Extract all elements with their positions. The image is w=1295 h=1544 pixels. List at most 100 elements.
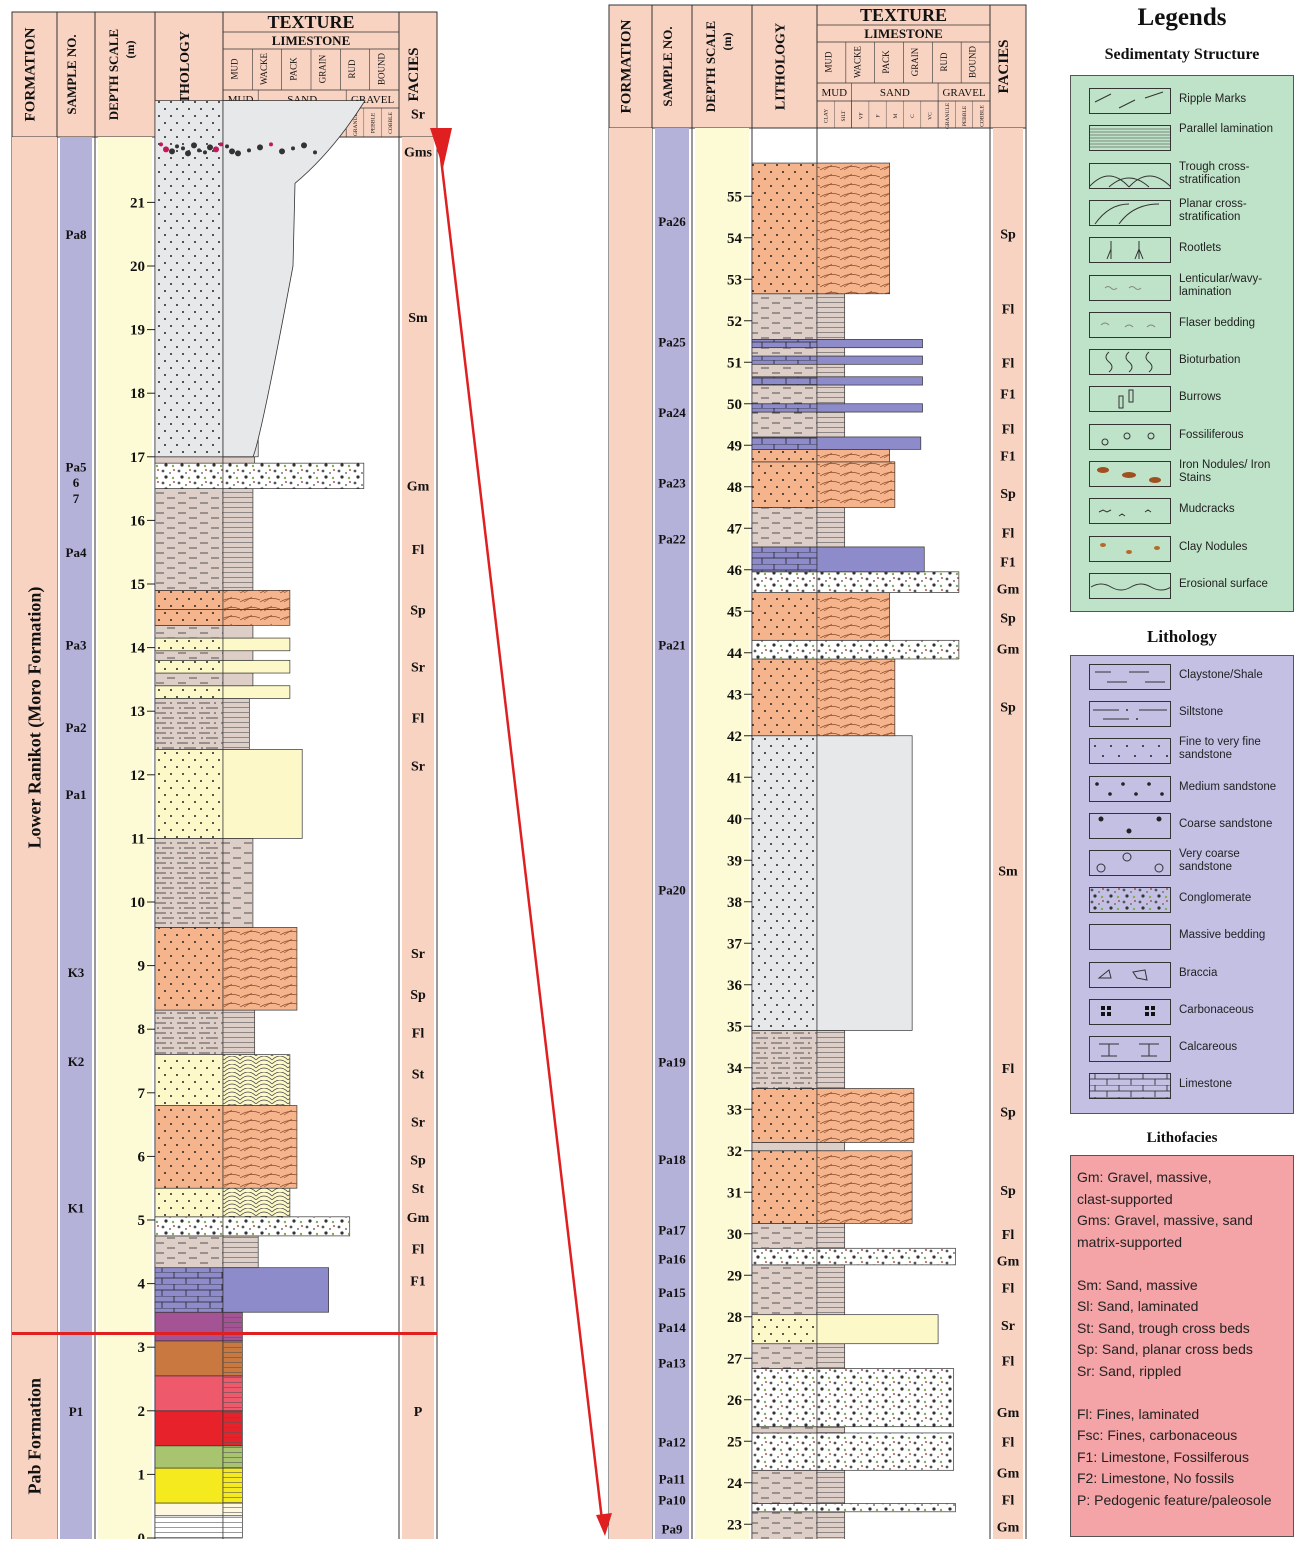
r-lime-thin-2-texture [817,356,923,364]
sample-label: Pa9 [662,1521,683,1536]
facies-label: Gm [997,1255,1020,1270]
r-lime-1-lith-pattern [752,437,817,449]
pab-bed-5-lith [155,1376,223,1411]
pebble [185,150,191,156]
lithofacies-line: St: Sand, trough cross beds [1077,1319,1289,1338]
facies-label: Gm [997,1466,1020,1481]
massive-sand-texture [223,101,365,457]
sedimentary-legend-label: Rootlets [1179,242,1291,255]
r-lime-1-texture [817,437,921,449]
pab-bed-3-texture-pattern [223,1446,242,1468]
lithology-legend-label: Limestone [1179,1078,1291,1091]
r-sp-0-lith-pattern [752,1151,817,1224]
sample-label: Pa12 [658,1434,685,1449]
depth-label: 49 [727,438,742,454]
sample-label: Pa1 [66,787,87,802]
depth-label: 4 [138,1277,146,1293]
sample-column [60,137,92,1539]
facies-label: Gm [997,1406,1020,1421]
thin-bed-0-texture [223,686,290,699]
r-thin-0-lith [752,1142,817,1150]
sedimentary-legend-label: Clay Nodules [1179,541,1291,554]
r-gm-1-texture-pattern [817,1433,954,1470]
breccia-icon [1089,962,1171,993]
facies-label: Gm [997,1520,1020,1535]
coarse-sand-icon [1089,813,1171,844]
depth-scale-header: DEPTH SCALE [703,21,718,112]
sedimentary-legend-label: Trough cross-stratification [1179,161,1291,187]
lithofacies-line: matrix-supported [1077,1233,1289,1252]
sample-label: Pa22 [658,532,685,547]
medium-sand-icon [1089,776,1171,807]
facies-label: Sp [1000,228,1016,243]
depth-label: 20 [130,259,145,275]
pab-bed-2-lith [155,1468,223,1503]
formation-column [609,128,652,1539]
ripple-bed-texture [223,749,302,838]
r-fines-0-texture-pattern [817,1512,845,1539]
pebble [203,150,207,154]
thin-shale-lith [155,457,223,463]
lithology-legend-item: Carbonaceous [1089,999,1289,1027]
burrows-icon [1089,386,1171,417]
lithology-legend-label: Siltstone [1179,706,1291,719]
grain-class-vc: VC [927,112,933,120]
grain-class-pebble: PEBBLE [371,112,377,133]
sample-no-header: SAMPLE NO. [660,26,675,106]
r-lime-thin-1-lith-pattern [752,377,817,385]
grain-class-cobble: COBBLE [388,112,394,134]
r-fines-5-lith-pattern [752,1223,817,1248]
r-sp-4-lith-pattern [752,462,817,508]
pab-bed-6-lith [155,1341,223,1376]
pab-bed-4-texture-pattern [223,1411,242,1446]
pebble [229,148,235,154]
depth-label: 27 [727,1351,743,1367]
depth-label: 55 [727,189,742,205]
shale-bed-lith-pattern [155,1236,223,1268]
sedimentary-legend-item: Flaser bedding [1089,312,1289,340]
limestone-class-mud: MUD [230,58,240,80]
fossil-icon [1089,424,1171,455]
facies-label: Sp [1000,1184,1016,1199]
conglomerate-bed-texture-pattern [223,1217,350,1236]
limestone-header: LIMESTONE [272,33,351,48]
r-lime-thin-1-texture [817,377,923,385]
lithology-legend-item: Siltstone [1089,701,1289,729]
thin-bed-6-texture-pattern [223,609,290,625]
massive-icon [1089,924,1171,955]
conglomerate-icon [1089,887,1171,918]
lithology-legend-item: Coarse sandstone [1089,813,1289,841]
r-fines-2-lith-pattern [752,1427,817,1433]
sedimentary-legend-item: Trough cross-stratification [1089,163,1289,191]
facies-label: Sr [1001,1319,1015,1334]
clay-nodules-icon [1089,536,1171,567]
grain-class-pebble: PEBBLE [962,105,968,126]
sedimentary-legend-label: Erosional surface [1179,578,1291,591]
lithofacies-line: Sm: Sand, massive [1077,1276,1289,1295]
r-fines-4-lith-pattern [752,1265,817,1315]
erosional-icon [1089,573,1171,604]
r-lime-thin-3-texture [817,339,923,347]
lithology-legend-item: Very coarse sandstone [1089,850,1289,878]
r-fines-9-lith-pattern [752,294,817,340]
r-gm-2-lith-pattern [752,1369,817,1427]
r-gm-4-lith-pattern [752,640,817,659]
depth-label: 28 [727,1310,742,1326]
facies-label: Fl [1002,526,1015,541]
lithofacies-line: Fsc: Fines, carbonaceous [1077,1426,1289,1445]
r-fines-1-lith-pattern [752,1470,817,1503]
r-lime-thin-2-lith-pattern [752,356,817,364]
sample-label: Pa24 [658,405,686,420]
sedimentary-legend-item: Iron Nodules/ Iron Stains [1089,461,1289,489]
right-log: FORMATIONSAMPLE NO.DEPTH SCALE(m)LITHOLO… [609,5,1026,1539]
r-sm-0-texture [817,736,912,1031]
depth-label: 38 [727,895,742,911]
sand-bed-2-texture-pattern [223,927,297,1010]
thin-bed-5-texture [223,625,253,638]
facies-label: Fl [1002,302,1015,317]
calcareous-icon [1089,1036,1171,1067]
sedimentary-structure-legend: Ripple MarksParallel laminationTrough cr… [1070,75,1294,612]
siltstone-icon [1089,701,1171,732]
pebble [313,150,317,154]
